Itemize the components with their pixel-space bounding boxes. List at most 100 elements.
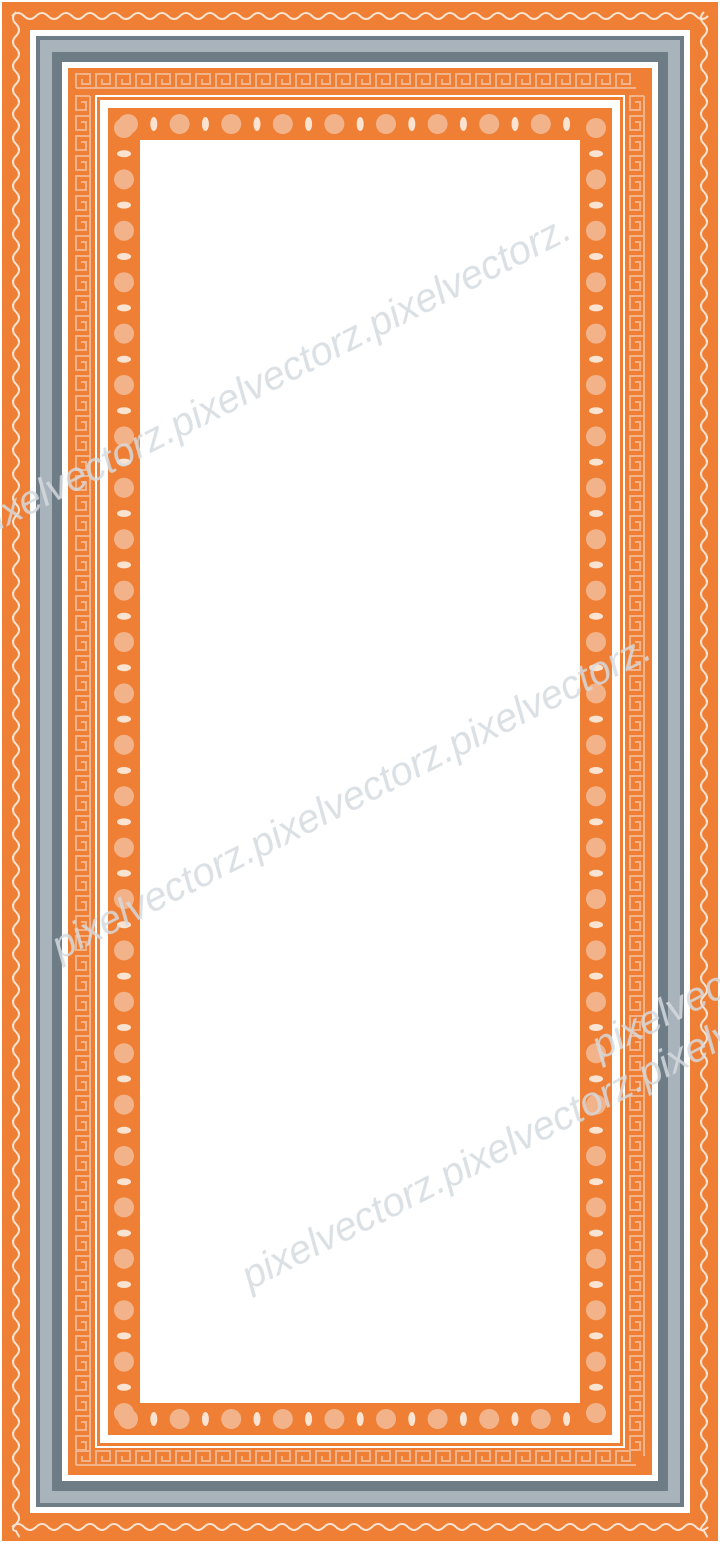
right-border-dot bbox=[586, 991, 606, 1012]
blank-center-panel bbox=[140, 140, 580, 1403]
top-border-dot bbox=[221, 114, 242, 134]
top-border-oval bbox=[201, 117, 209, 131]
right-border-dot bbox=[586, 786, 606, 807]
right-border-dot bbox=[586, 683, 606, 704]
top-border-dot bbox=[479, 114, 500, 134]
left-border-oval bbox=[117, 1075, 131, 1083]
bottom-border-oval bbox=[511, 1412, 519, 1426]
right-border-dot bbox=[586, 837, 606, 858]
wave-line-top bbox=[11, 12, 709, 20]
right-border-oval bbox=[589, 201, 603, 209]
left-border-dot bbox=[114, 1146, 134, 1166]
left-border-oval bbox=[117, 1332, 131, 1340]
dot-pattern bbox=[114, 114, 606, 1429]
left-border-dot bbox=[114, 580, 134, 601]
right-border-oval bbox=[589, 1383, 603, 1391]
left-border-oval bbox=[117, 1126, 131, 1134]
left-border-oval bbox=[117, 253, 131, 260]
bottom-border-dot bbox=[221, 1409, 242, 1429]
left-border-oval bbox=[117, 407, 131, 415]
right-border-oval bbox=[589, 818, 603, 826]
left-border-oval bbox=[117, 561, 131, 569]
left-border-dot bbox=[114, 940, 134, 961]
left-border-dot bbox=[114, 786, 134, 807]
right-border-dot bbox=[586, 734, 606, 755]
right-border-dot bbox=[586, 169, 606, 190]
bottom-border-oval bbox=[253, 1412, 261, 1426]
right-border-oval bbox=[589, 510, 603, 517]
bottom-border-dot bbox=[530, 1409, 551, 1429]
left-border-oval bbox=[117, 715, 131, 723]
bottom-border-dot bbox=[272, 1409, 293, 1429]
bottom-border-oval bbox=[356, 1412, 364, 1426]
right-border-dot bbox=[586, 375, 606, 395]
top-border-dot bbox=[530, 114, 551, 134]
bottom-border-dot bbox=[479, 1409, 500, 1429]
key-inner-line bbox=[95, 95, 625, 1448]
left-border-dot bbox=[114, 734, 134, 755]
right-border-dot bbox=[586, 477, 606, 498]
left-border-oval bbox=[117, 972, 131, 980]
right-border-oval bbox=[589, 972, 603, 980]
left-border-oval bbox=[117, 1383, 131, 1391]
top-border-oval bbox=[356, 117, 364, 131]
right-border-oval bbox=[589, 561, 603, 569]
left-border-dot bbox=[114, 1197, 134, 1218]
left-border-dot bbox=[114, 529, 134, 550]
left-border-oval bbox=[117, 1024, 131, 1031]
right-border-dot bbox=[586, 529, 606, 550]
right-border-oval bbox=[589, 304, 603, 312]
wave-line-right bbox=[700, 11, 708, 1538]
right-border-dot bbox=[586, 1403, 606, 1423]
left-border-oval bbox=[117, 921, 131, 929]
right-border-dot bbox=[586, 118, 606, 138]
top-border-dot bbox=[324, 114, 345, 134]
bottom-border-dot bbox=[169, 1409, 190, 1429]
right-border-oval bbox=[589, 1024, 603, 1031]
right-border-oval bbox=[589, 1281, 603, 1288]
bottom-border-oval bbox=[459, 1412, 467, 1426]
right-border-dot bbox=[586, 272, 606, 293]
left-border-dot bbox=[114, 837, 134, 858]
bottom-border-oval bbox=[408, 1412, 416, 1426]
wave-line-bottom bbox=[11, 1523, 709, 1531]
left-border-dot bbox=[114, 272, 134, 293]
left-border-oval bbox=[117, 1281, 131, 1288]
right-border-oval bbox=[589, 355, 603, 363]
top-border-dot bbox=[272, 114, 293, 134]
right-border-oval bbox=[589, 612, 603, 620]
left-border-dot bbox=[114, 426, 134, 447]
left-border-dot bbox=[114, 683, 134, 704]
right-border-oval bbox=[589, 458, 603, 466]
bottom-border-dot bbox=[324, 1409, 345, 1429]
left-border-oval bbox=[117, 510, 131, 517]
right-border-dot bbox=[586, 1043, 606, 1064]
right-border-oval bbox=[589, 1332, 603, 1340]
left-border-oval bbox=[117, 1229, 131, 1237]
bottom-border-oval bbox=[150, 1412, 158, 1426]
top-border-oval bbox=[305, 117, 313, 131]
left-border-oval bbox=[117, 458, 131, 466]
bottom-border-dot bbox=[376, 1409, 396, 1429]
right-border-oval bbox=[589, 1126, 603, 1134]
left-border-dot bbox=[114, 169, 134, 190]
left-border-dot bbox=[114, 1248, 134, 1269]
left-border-dot bbox=[114, 477, 134, 498]
left-border-dot bbox=[114, 889, 134, 909]
greek-key-top bbox=[75, 73, 636, 89]
wave-pattern bbox=[11, 11, 709, 1538]
right-border-dot bbox=[586, 889, 606, 909]
left-border-dot bbox=[114, 1094, 134, 1115]
right-border-dot bbox=[586, 426, 606, 447]
right-border-dot bbox=[586, 1300, 606, 1321]
wave-line-left bbox=[12, 11, 20, 1538]
left-border-oval bbox=[117, 150, 131, 158]
left-border-oval bbox=[117, 355, 131, 363]
bottom-border-oval bbox=[305, 1412, 313, 1426]
left-border-dot bbox=[114, 1351, 134, 1372]
left-border-dot bbox=[114, 1043, 134, 1064]
bottom-border-oval bbox=[563, 1412, 571, 1426]
left-border-dot bbox=[114, 118, 134, 138]
left-border-dot bbox=[114, 220, 134, 241]
left-border-dot bbox=[114, 991, 134, 1012]
